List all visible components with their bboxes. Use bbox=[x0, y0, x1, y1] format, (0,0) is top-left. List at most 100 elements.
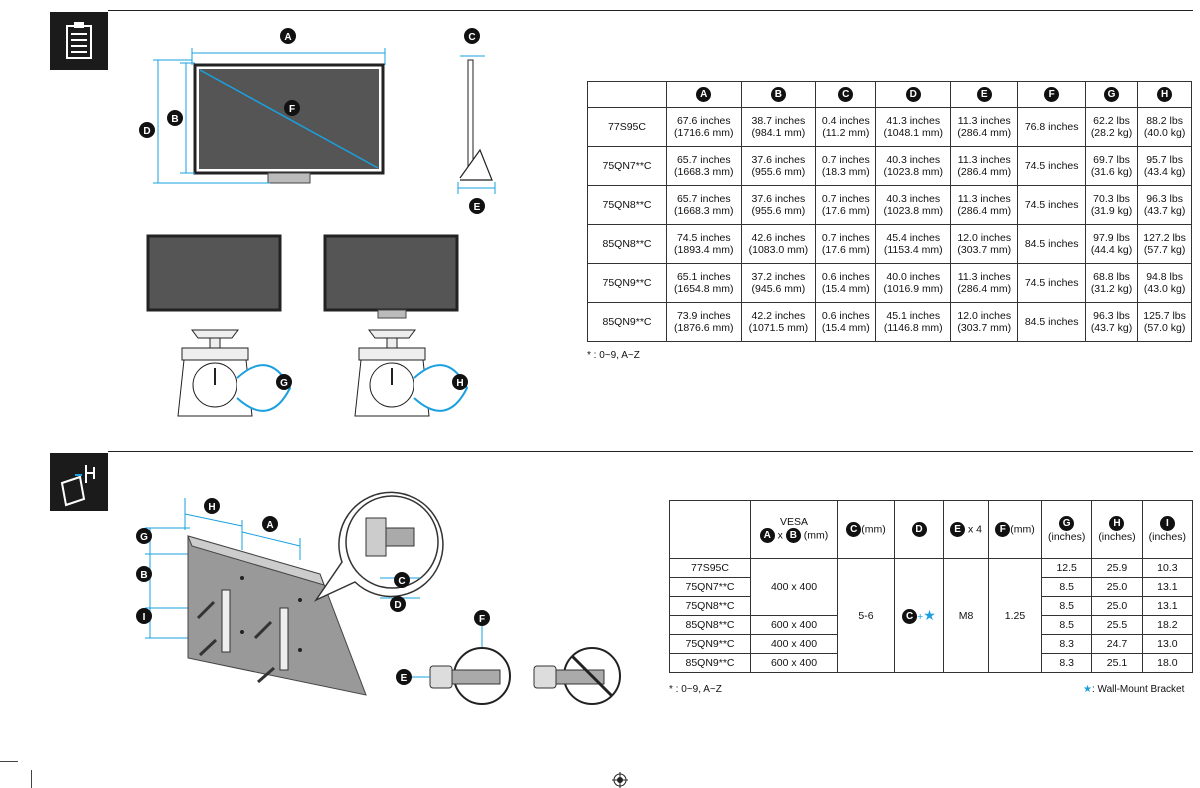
value-cell-d: 40.3 inches(1023.8 mm) bbox=[875, 185, 952, 225]
value-cell-b: 42.6 inches(1083.0 mm) bbox=[740, 224, 817, 264]
model-cell: 77S95C bbox=[669, 558, 751, 578]
value-line: (1716.6 mm) bbox=[674, 127, 734, 139]
star-icon: ★ bbox=[1083, 684, 1092, 695]
value-cell-h: 96.3 lbs(43.7 kg) bbox=[1137, 185, 1192, 225]
value-cell-a: 65.7 inches(1668.3 mm) bbox=[666, 185, 742, 225]
svg-text:C: C bbox=[398, 576, 405, 587]
model-cell: 77S95C bbox=[587, 107, 667, 147]
value-line: (303.7 mm) bbox=[957, 322, 1012, 334]
page-margin-tick bbox=[31, 770, 32, 788]
value-cell-g: 62.2 lbs(28.2 kg) bbox=[1084, 107, 1139, 147]
section-divider-middle bbox=[108, 451, 1193, 452]
value-line: (1876.6 mm) bbox=[674, 322, 734, 334]
value-cell-e: 11.3 inches(286.4 mm) bbox=[950, 146, 1019, 186]
value-line: 96.3 lbs bbox=[1146, 193, 1183, 205]
value-cell-e: 12.0 inches(303.7 mm) bbox=[950, 302, 1019, 342]
wall-table-header-model bbox=[669, 500, 751, 559]
value-line: (984.1 mm) bbox=[751, 127, 806, 139]
value-line: 45.4 inches bbox=[886, 232, 941, 244]
value-line: 38.7 inches bbox=[751, 115, 806, 127]
value-cell-a: 65.1 inches(1654.8 mm) bbox=[666, 263, 742, 303]
value-line: 88.2 lbs bbox=[1146, 115, 1183, 127]
value-line: (28.2 kg) bbox=[1090, 127, 1133, 139]
value-cell-b: 38.7 inches(984.1 mm) bbox=[740, 107, 817, 147]
svg-text:G: G bbox=[140, 532, 148, 543]
value-line: (955.6 mm) bbox=[751, 205, 806, 217]
value-cell-b: 37.2 inches(945.6 mm) bbox=[740, 263, 817, 303]
value-cell-i: 13.1 bbox=[1141, 596, 1194, 616]
wall-table-header-vesa: VESA A x B (mm) bbox=[750, 500, 838, 559]
value-cell-g: 96.3 lbs(43.7 kg) bbox=[1084, 302, 1139, 342]
value-line: 40.3 inches bbox=[886, 193, 941, 205]
value-cell-i: 10.3 bbox=[1141, 558, 1194, 578]
vesa-cell: 400 x 400 bbox=[750, 634, 838, 654]
value-line: (1023.8 mm) bbox=[883, 205, 943, 217]
svg-text:A: A bbox=[266, 520, 273, 531]
value-line: 0.6 inches bbox=[821, 271, 870, 283]
model-cell: 75QN8**C bbox=[669, 596, 751, 616]
value-line: (17.6 mm) bbox=[821, 205, 870, 217]
model-cell: 75QN7**C bbox=[587, 146, 667, 186]
svg-text:A: A bbox=[284, 32, 291, 43]
value-line: (43.7 kg) bbox=[1090, 322, 1133, 334]
wall-mount-icon bbox=[50, 453, 108, 511]
value-line: (44.4 kg) bbox=[1090, 244, 1133, 256]
d-value-cell: C+★ bbox=[894, 558, 944, 673]
value-cell-i: 18.0 bbox=[1141, 653, 1194, 673]
e-value-cell: M8 bbox=[943, 558, 989, 673]
value-cell-b: 37.6 inches(955.6 mm) bbox=[740, 185, 817, 225]
clipboard-icon bbox=[50, 12, 108, 70]
model-cell: 85QN9**C bbox=[587, 302, 667, 342]
value-cell-g: 8.3 bbox=[1040, 653, 1093, 673]
model-cell: 75QN9**C bbox=[669, 634, 751, 654]
value-cell-a: 74.5 inches(1893.4 mm) bbox=[666, 224, 742, 264]
wall-mount-diagram: H A G B I C D F E bbox=[136, 491, 621, 705]
value-line: (1083.0 mm) bbox=[748, 244, 809, 256]
value-line: 12.0 inches bbox=[957, 310, 1012, 322]
value-cell-d: 41.3 inches(1048.1 mm) bbox=[875, 107, 952, 147]
value-line: 65.1 inches bbox=[676, 271, 731, 283]
wall-table-header-f: F(mm) bbox=[988, 500, 1042, 559]
value-line: (1668.3 mm) bbox=[674, 205, 734, 217]
value-line: 40.3 inches bbox=[886, 154, 941, 166]
value-line: (955.6 mm) bbox=[751, 166, 806, 178]
vesa-cell: 600 x 400 bbox=[750, 615, 838, 635]
value-line: 0.7 inches bbox=[821, 232, 870, 244]
tv-dimension-diagram: A F B D C E bbox=[139, 28, 496, 214]
svg-text:H: H bbox=[208, 502, 215, 513]
value-cell-b: 37.6 inches(955.6 mm) bbox=[740, 146, 817, 186]
value-line: (1893.4 mm) bbox=[674, 244, 734, 256]
value-cell-g: 12.5 bbox=[1040, 558, 1093, 578]
value-line: 70.3 lbs bbox=[1093, 193, 1130, 205]
wall-table-header-h: H(inches) bbox=[1091, 500, 1143, 559]
table-header-g: G bbox=[1084, 81, 1139, 108]
value-line: (945.6 mm) bbox=[751, 283, 806, 295]
model-cell: 75QN7**C bbox=[669, 577, 751, 597]
value-cell-h: 25.0 bbox=[1091, 596, 1143, 616]
value-line: 69.7 lbs bbox=[1093, 154, 1130, 166]
vesa-cell: 600 x 400 bbox=[750, 653, 838, 673]
value-cell-c: 0.7 inches(18.3 mm) bbox=[815, 146, 877, 186]
value-line: (1146.8 mm) bbox=[883, 322, 943, 334]
value-cell-g: 8.5 bbox=[1040, 596, 1093, 616]
plus-sign: + bbox=[917, 610, 924, 623]
value-line: (31.9 kg) bbox=[1090, 205, 1133, 217]
value-line: (1023.8 mm) bbox=[883, 166, 943, 178]
value-cell-a: 73.9 inches(1876.6 mm) bbox=[666, 302, 742, 342]
value-cell-e: 11.3 inches(286.4 mm) bbox=[950, 185, 1019, 225]
svg-text:G: G bbox=[280, 378, 288, 389]
value-line: 65.7 inches bbox=[676, 154, 731, 166]
value-cell-h: 25.1 bbox=[1091, 653, 1143, 673]
svg-text:B: B bbox=[140, 570, 147, 581]
value-line: 0.7 inches bbox=[821, 193, 870, 205]
value-cell-e: 12.0 inches(303.7 mm) bbox=[950, 224, 1019, 264]
svg-text:B: B bbox=[171, 114, 178, 125]
value-cell-h: 95.7 lbs(43.4 kg) bbox=[1137, 146, 1192, 186]
value-line: (57.0 kg) bbox=[1143, 322, 1186, 334]
